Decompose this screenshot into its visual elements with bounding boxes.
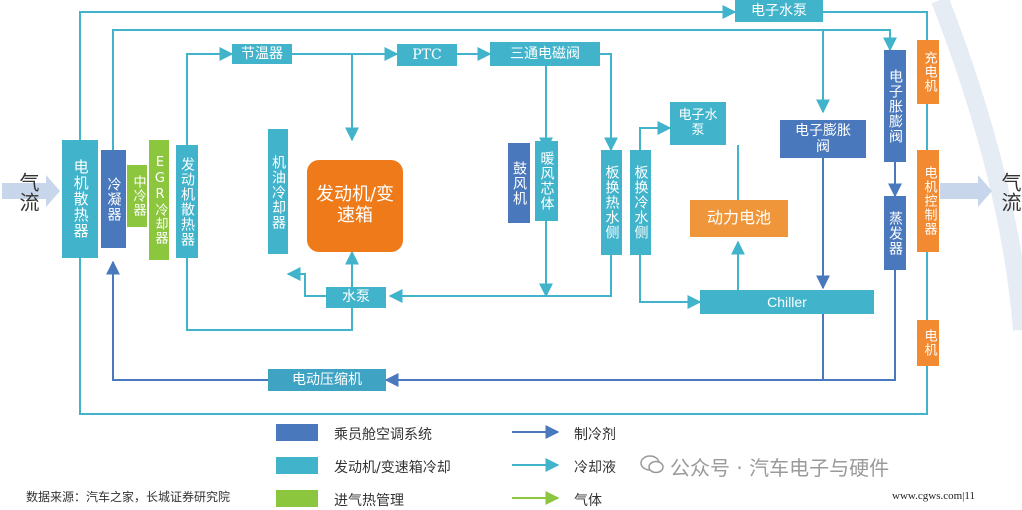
charger-box: 充电机 (917, 40, 939, 104)
engine-radiator-box: 发动机散热器 (176, 145, 198, 258)
power-battery-box: 动力电池 (690, 200, 788, 237)
legend-swatch-cabin (276, 424, 318, 441)
site-url: www.cgws.com|11 (892, 490, 975, 502)
plate-hx-cold-box: 板换冷水侧 (630, 150, 651, 255)
page-number: 11 (964, 490, 975, 502)
source-note: 数据来源：汽车之家，长城证券研究院 (26, 490, 231, 504)
legend-line-gas: 气体 (574, 493, 602, 509)
plate-hx-hot-box: 板换热水侧 (601, 150, 622, 255)
legend-swatch-engine (276, 457, 318, 474)
three-way-valve-box: 三通电磁阀 (490, 42, 600, 66)
e-water-pump-top: 电子水泵 (735, 0, 823, 22)
watermark: 公众号 · 汽车电子与硬件 (670, 456, 890, 480)
chiller-box: Chiller (700, 290, 874, 314)
e-expansion-valve-mid: 电子膨胀阀 (780, 120, 866, 158)
thermostat-box: 节温器 (232, 44, 292, 64)
legend-line-refrigerant: 制冷剂 (574, 427, 616, 443)
oil-cooler-box: 机油冷却器 (268, 130, 288, 254)
blower-box: 鼓风机 (508, 143, 530, 223)
e-compressor-box: 电动压缩机 (268, 369, 386, 391)
ptc-box: PTC (397, 44, 457, 66)
heater-core-box: 暖风芯体 (535, 141, 558, 221)
e-water-pump-mid: 电子水泵 (670, 102, 726, 145)
evaporator-box: 蒸发器 (884, 196, 906, 270)
legend-label-cabin: 乘员舱空调系统 (334, 427, 432, 443)
motor-box: 电机 (917, 320, 939, 366)
e-expansion-valve-right: 电子胀膨阀 (884, 50, 906, 162)
airflow-out-label: 气流 (998, 172, 1022, 212)
legend-swatch-intake (276, 490, 318, 507)
legend-line-coolant: 冷却液 (574, 460, 616, 476)
motor-controller-box: 电机控制器 (917, 150, 939, 252)
intercooler-box: 中冷器 (127, 165, 147, 227)
legend-label-intake: 进气热管理 (334, 493, 404, 509)
wechat-icon (640, 454, 664, 474)
water-pump-box: 水泵 (326, 287, 386, 308)
airflow-in-label: 气流 (16, 172, 40, 212)
legend-label-engine: 发动机/变速箱冷却 (334, 460, 451, 476)
engine-gearbox-box: 发动机/变速箱 (307, 160, 403, 252)
motor-radiator-box: 电机散热器 (62, 140, 98, 258)
condenser-box: 冷凝器 (101, 150, 126, 248)
egr-cooler-box: EGR冷却器 (149, 140, 169, 260)
